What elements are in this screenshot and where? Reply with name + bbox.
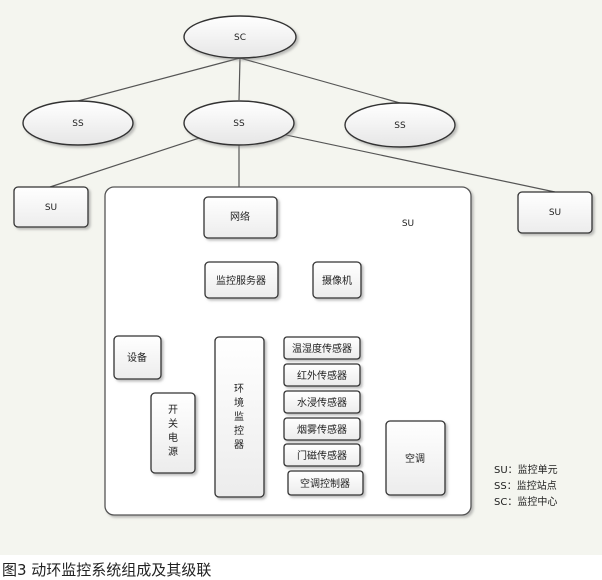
monitor-server-box: 监控服务器 bbox=[204, 261, 279, 299]
ss-node-center: SS bbox=[183, 100, 295, 146]
su-node-left: SU bbox=[13, 186, 89, 228]
svg-text:SU: SU bbox=[549, 208, 561, 218]
svg-text:SS: SS bbox=[72, 119, 84, 129]
svg-text:器: 器 bbox=[234, 439, 244, 451]
svg-text:监: 监 bbox=[234, 410, 244, 423]
svg-text:水浸传感器: 水浸传感器 bbox=[297, 396, 347, 409]
switch-power-box: 开 关 电 源 bbox=[150, 392, 196, 474]
sensor-water-leak: 水浸传感器 bbox=[283, 390, 361, 414]
svg-text:SU: SU bbox=[45, 203, 57, 213]
env-monitor-box: 环 境 监 控 器 bbox=[214, 336, 265, 498]
svg-text:SU: SU bbox=[402, 219, 414, 229]
ss-node-right: SS bbox=[344, 102, 456, 148]
svg-text:红外传感器: 红外传感器 bbox=[297, 369, 347, 382]
svg-text:空调控制器: 空调控制器 bbox=[300, 477, 350, 490]
svg-text:设备: 设备 bbox=[127, 351, 147, 364]
topology-diagram: SU SC SS SS SS SU SU 网络 监控服务器 摄像机 设备 bbox=[13, 15, 593, 516]
svg-text:网络: 网络 bbox=[230, 210, 250, 223]
air-conditioner-box: 空调 bbox=[385, 420, 446, 496]
su-node-right: SU bbox=[517, 191, 593, 234]
camera-box: 摄像机 bbox=[312, 261, 362, 299]
svg-text:环: 环 bbox=[234, 384, 244, 395]
diagram-canvas: SU SC SS SS SS SU SU 网络 监控服务器 摄像机 设备 bbox=[0, 0, 602, 555]
legend-ss: SS：监控站点 bbox=[494, 479, 557, 492]
svg-text:电: 电 bbox=[168, 431, 178, 444]
svg-text:烟雾传感器: 烟雾传感器 bbox=[297, 423, 347, 436]
legend: SU：监控单元 SS：监控站点 SC：监控中心 bbox=[494, 463, 558, 508]
svg-text:SC: SC bbox=[234, 33, 246, 43]
sensor-infrared: 红外传感器 bbox=[283, 363, 361, 387]
svg-text:SS: SS bbox=[394, 121, 406, 131]
legend-su: SU：监控单元 bbox=[494, 463, 558, 476]
network-box: 网络 bbox=[203, 196, 278, 239]
svg-text:摄像机: 摄像机 bbox=[322, 274, 352, 287]
svg-text:温湿度传感器: 温湿度传感器 bbox=[292, 342, 352, 355]
sc-node: SC bbox=[183, 15, 297, 59]
legend-sc: SC：监控中心 bbox=[494, 495, 557, 508]
svg-text:监控服务器: 监控服务器 bbox=[216, 274, 266, 287]
sensor-temp-humidity: 温湿度传感器 bbox=[283, 336, 361, 360]
svg-text:门磁传感器: 门磁传感器 bbox=[297, 449, 347, 462]
svg-text:源: 源 bbox=[168, 445, 178, 458]
svg-text:关: 关 bbox=[168, 417, 178, 430]
figure-caption: 图3 动环监控系统组成及其级联 bbox=[2, 561, 212, 579]
sensor-smoke: 烟雾传感器 bbox=[283, 417, 361, 441]
sensor-door-magnetic: 门磁传感器 bbox=[283, 443, 361, 467]
svg-text:境: 境 bbox=[234, 396, 244, 409]
device-box: 设备 bbox=[113, 335, 162, 380]
svg-text:开: 开 bbox=[168, 405, 178, 416]
ac-controller-box: 空调控制器 bbox=[287, 470, 364, 496]
svg-text:空调: 空调 bbox=[405, 452, 425, 465]
svg-text:SS: SS bbox=[233, 119, 245, 129]
svg-text:控: 控 bbox=[234, 424, 244, 437]
ss-node-left: SS bbox=[22, 100, 134, 146]
